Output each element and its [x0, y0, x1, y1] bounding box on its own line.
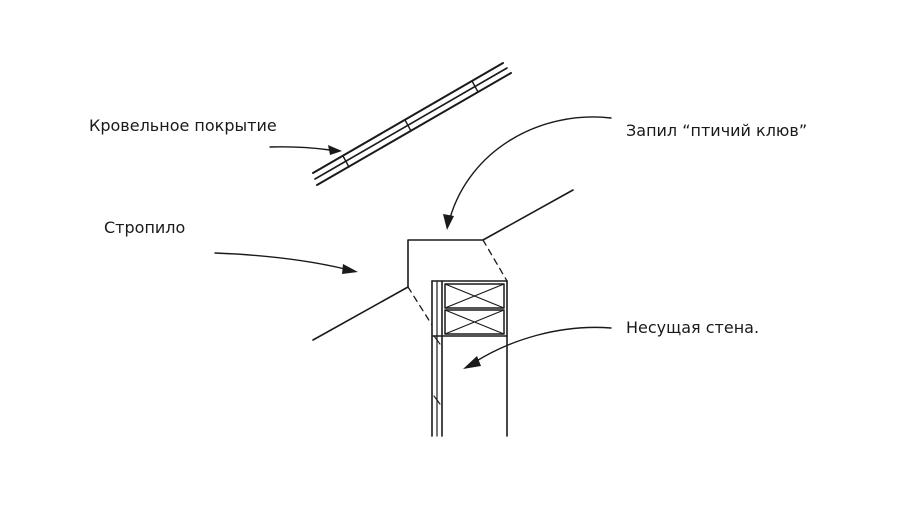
bearing-wall-arrow — [463, 326, 612, 369]
bearing-wall-label: Несущая стена. — [626, 318, 760, 337]
rafter-label: Стропило — [104, 218, 186, 237]
roof-covering-shape — [312, 62, 512, 186]
rafter-arrow — [214, 252, 358, 274]
birdsmouth-cut-label: Запил “птичий клюв” — [626, 121, 808, 140]
bearing-wall-shape — [431, 280, 508, 437]
roof-covering-label: Кровельное покрытие — [89, 116, 277, 135]
roof-covering-arrow — [269, 145, 342, 155]
rafter-shape — [312, 189, 574, 341]
birdsmouth-arrow — [443, 116, 612, 230]
